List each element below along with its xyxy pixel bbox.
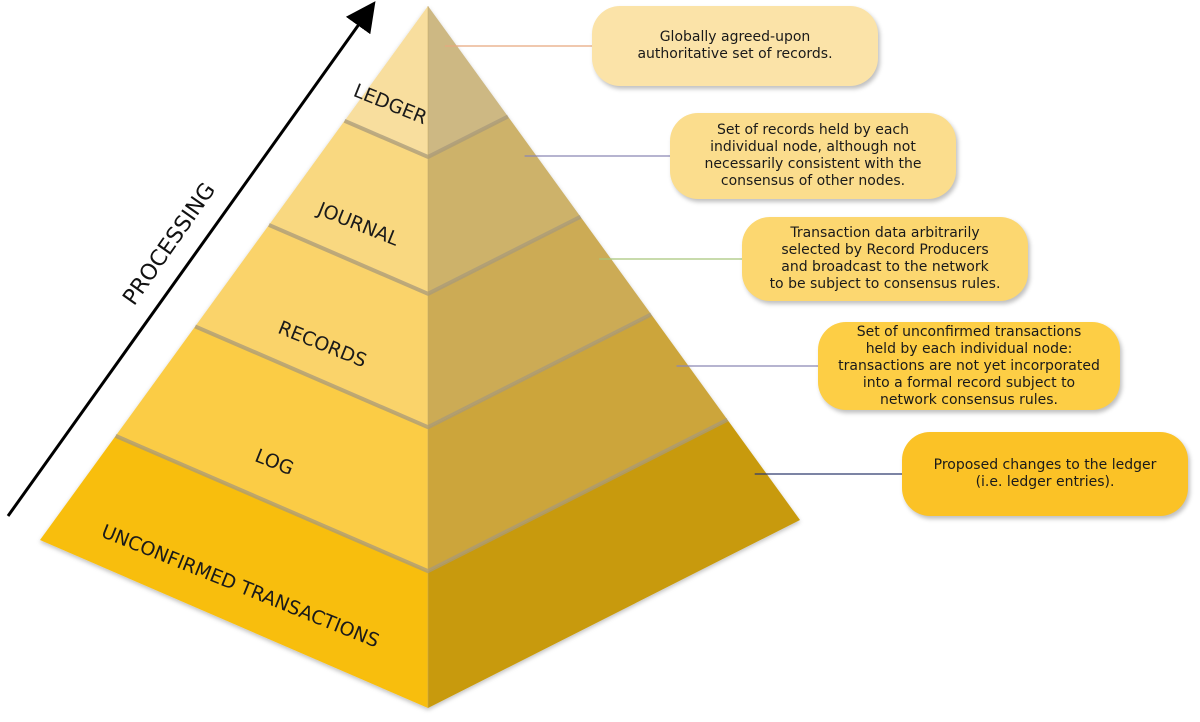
callout-journal: Set of records held by each individual n… [670,113,956,199]
layer-unconfirmed-left-face [40,435,428,708]
layer-records-right-face [428,216,652,428]
layer-log-left-face [115,326,428,572]
layer-unconfirmed-right-face [428,419,800,708]
layer-ledger-right-face [428,6,508,157]
callout-log: Set of unconfirmed transactions held by … [818,322,1120,410]
layer-journal-right-face [428,116,581,294]
layer-records-left-face [195,224,428,428]
callout-records: Transaction data arbitrarily selected by… [742,217,1028,301]
layer-log-right-face [428,314,728,572]
layer-journal-left-face [268,120,428,294]
callout-ledger: Globally agreed-upon authoritative set o… [592,6,878,86]
processing-arrow [6,1,376,517]
layer-ledger-left-face [344,6,428,157]
callout-unconfirmed-transactions: Proposed changes to the ledger (i.e. led… [902,432,1188,516]
